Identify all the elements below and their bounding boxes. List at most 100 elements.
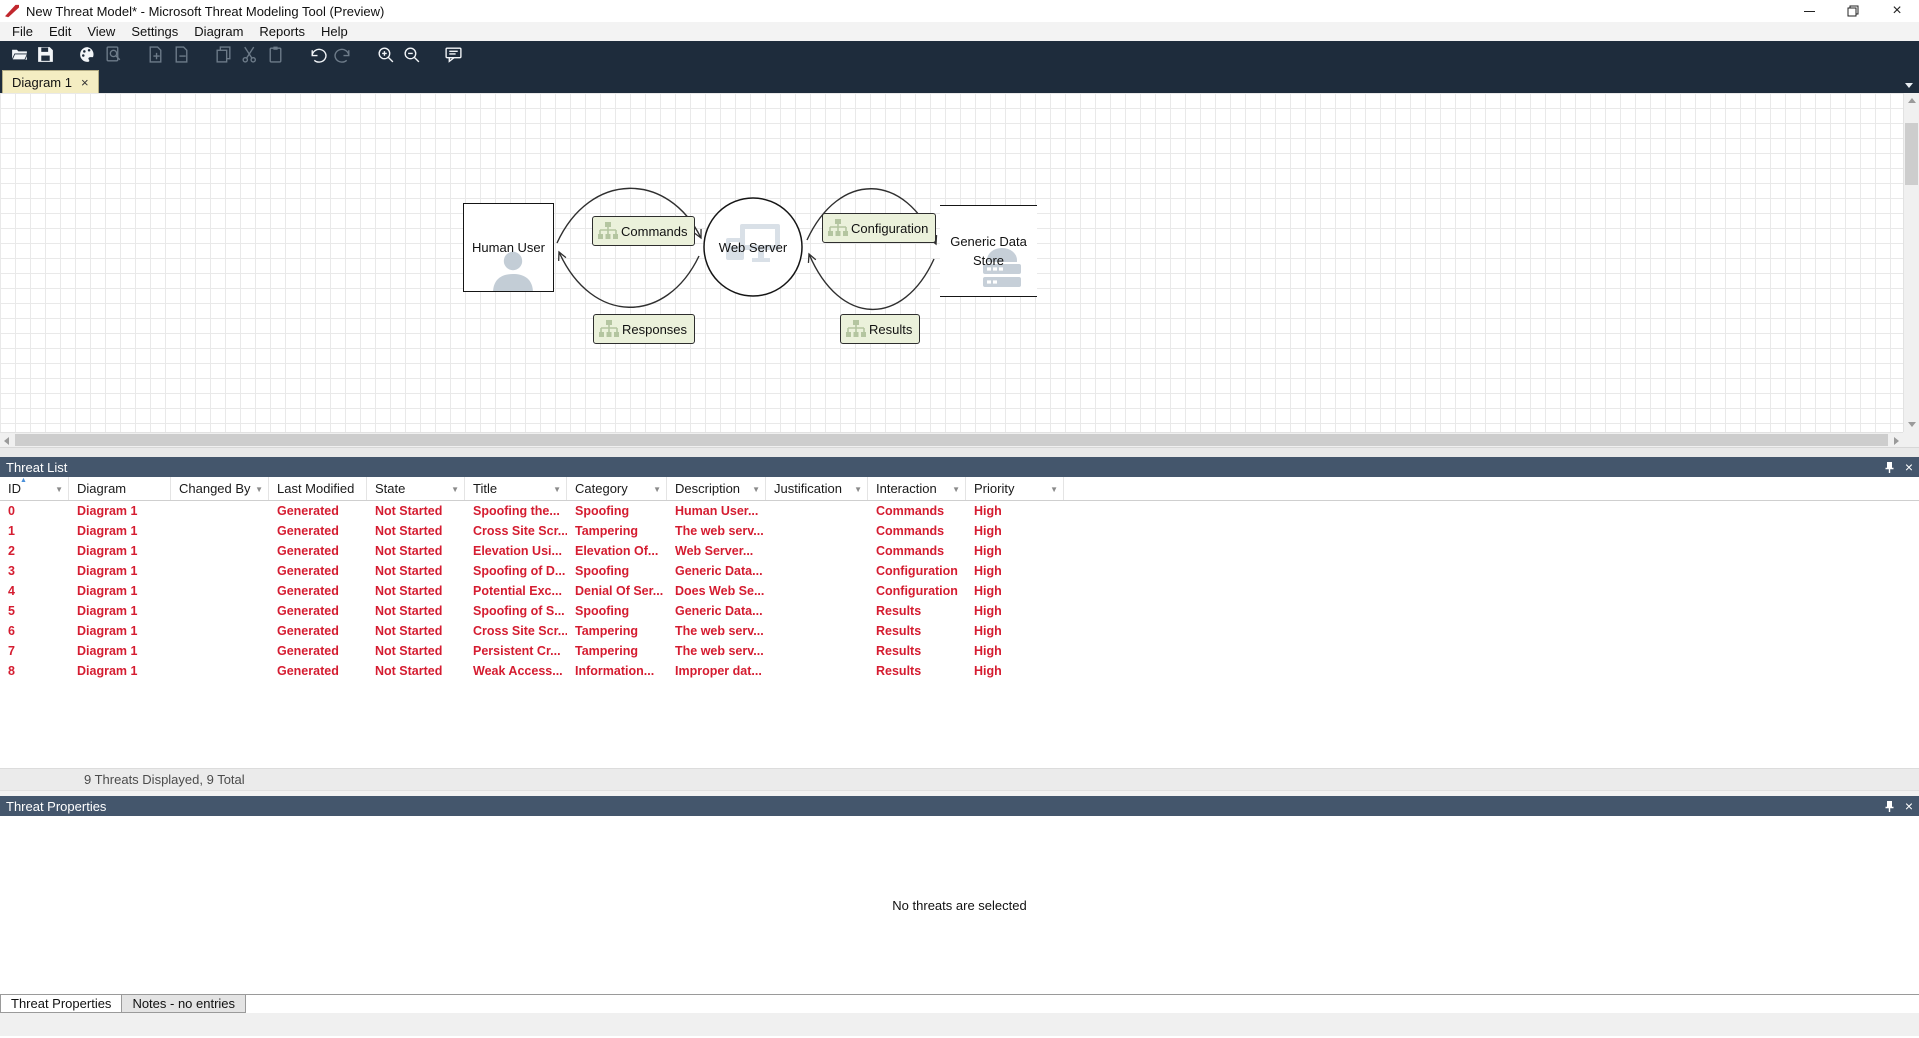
open-icon[interactable] [6, 43, 32, 67]
node-generic-data-store[interactable]: Generic Data Store [940, 205, 1037, 297]
threat-cell: Diagram 1 [77, 604, 138, 618]
minimize-button[interactable] [1787, 0, 1831, 22]
threat-list-title: Threat List [6, 459, 68, 475]
node-label: Human User [472, 240, 545, 255]
threat-cell [766, 521, 868, 541]
column-header-id[interactable]: ID▲▼ [0, 477, 69, 500]
tab-close-icon[interactable]: × [80, 74, 89, 90]
flow-results[interactable]: Results [840, 314, 921, 344]
column-header-changed-by[interactable]: Changed By▼ [171, 477, 269, 500]
threat-cell: Diagram 1 [77, 544, 138, 558]
undo-icon[interactable] [304, 43, 330, 67]
menu-file[interactable]: File [12, 23, 33, 39]
threat-cell: Diagram 1 [77, 664, 138, 678]
column-label: Category [575, 481, 628, 496]
threat-cell: Diagram 1 [77, 624, 138, 638]
filter-icon[interactable]: ▼ [55, 485, 63, 494]
flow-configuration[interactable]: Configuration [822, 213, 937, 243]
scroll-right-icon[interactable] [1894, 437, 1899, 445]
menu-edit[interactable]: Edit [48, 23, 72, 39]
close-button[interactable]: × [1892, 2, 1902, 19]
column-header-priority[interactable]: Priority▼ [966, 477, 1064, 500]
doc-search-icon [100, 43, 126, 67]
feedback-icon[interactable] [440, 43, 466, 67]
diagram-canvas[interactable]: Human User Web Server Generic Data Store [0, 93, 1919, 447]
column-header-category[interactable]: Category ▼ [567, 477, 667, 500]
threat-cell: Not Started [375, 604, 443, 618]
scroll-left-icon[interactable] [4, 437, 9, 445]
vertical-scroll-thumb[interactable] [1905, 123, 1918, 185]
save-icon[interactable] [32, 43, 58, 67]
filter-icon[interactable]: ▼ [1050, 485, 1058, 494]
filter-icon[interactable]: ▼ [553, 485, 561, 494]
filter-icon[interactable]: ▼ [752, 485, 760, 494]
pin-icon[interactable] [1884, 800, 1895, 813]
threat-cell: Generic Data... [675, 604, 763, 618]
flow-commands[interactable]: Commands [592, 216, 696, 246]
column-header-title[interactable]: Title▼ [465, 477, 567, 500]
column-header-diagram[interactable]: Diagram [69, 477, 171, 500]
canvas-horizontal-scrollbar[interactable] [0, 432, 1903, 447]
column-header-last-modified[interactable]: Last Modified [269, 477, 367, 500]
threat-cell: Cross Site Scr... [473, 524, 567, 538]
app-logo-icon [5, 4, 19, 18]
menu-reports[interactable]: Reports [259, 23, 305, 39]
tab-threat-properties[interactable]: Threat Properties [0, 995, 123, 1013]
close-panel-icon[interactable]: × [1904, 459, 1913, 475]
horizontal-scroll-thumb[interactable] [15, 434, 1888, 446]
flow-responses[interactable]: Responses [593, 314, 696, 344]
node-label: Web Server [718, 239, 788, 255]
document-tab-bar: Diagram 1 × [0, 68, 1919, 93]
column-header-interaction[interactable]: Interaction▼ [868, 477, 966, 500]
filter-icon[interactable]: ▼ [653, 485, 661, 494]
node-web-server[interactable]: Web Server [704, 198, 802, 296]
threat-cell: Cross Site Scr... [473, 624, 567, 638]
threat-cell [766, 641, 868, 661]
palette-icon[interactable] [74, 43, 100, 67]
restore-button[interactable] [1831, 0, 1875, 22]
column-header-state[interactable]: State▼ [367, 477, 465, 500]
menu-settings[interactable]: Settings [131, 23, 179, 39]
filter-icon[interactable]: ▼ [952, 485, 960, 494]
scroll-down-icon[interactable] [1908, 422, 1916, 427]
threat-cell: Commands [876, 524, 945, 538]
column-header-description[interactable]: Description▼ [667, 477, 766, 500]
pin-icon[interactable] [1884, 461, 1895, 474]
threat-cell: Configuration [876, 564, 958, 578]
close-panel-icon[interactable]: × [1904, 798, 1913, 814]
canvas-vertical-scrollbar[interactable] [1903, 93, 1919, 432]
panel-splitter[interactable] [0, 447, 1919, 457]
threat-cell: Diagram 1 [77, 564, 138, 578]
threat-cell: Spoofing [575, 564, 630, 578]
node-human-user[interactable]: Human User [463, 203, 554, 292]
filter-icon[interactable]: ▼ [255, 485, 263, 494]
filter-icon[interactable]: ▼ [854, 485, 862, 494]
scroll-up-icon[interactable] [1908, 98, 1916, 103]
menu-help[interactable]: Help [320, 23, 348, 39]
threat-cell: Diagram 1 [77, 504, 138, 518]
tab-overflow-icon[interactable] [1905, 83, 1913, 88]
menu-view[interactable]: View [87, 23, 116, 39]
filter-icon[interactable]: ▼ [451, 485, 459, 494]
tab-diagram-1[interactable]: Diagram 1 × [2, 70, 99, 93]
zoom-out-icon[interactable] [398, 43, 424, 67]
column-header-justification[interactable]: Justification▼ [766, 477, 868, 500]
threat-cell: 1 [8, 524, 15, 538]
menu-diagram[interactable]: Diagram [194, 23, 244, 39]
threat-cell: Results [876, 664, 922, 678]
threat-cell: High [974, 624, 1002, 638]
threat-cell: Spoofing of S... [473, 604, 565, 618]
zoom-in-icon[interactable] [372, 43, 398, 67]
threat-cell: High [974, 524, 1002, 538]
tab-notes-no-entries[interactable]: Notes - no entries [122, 995, 247, 1013]
